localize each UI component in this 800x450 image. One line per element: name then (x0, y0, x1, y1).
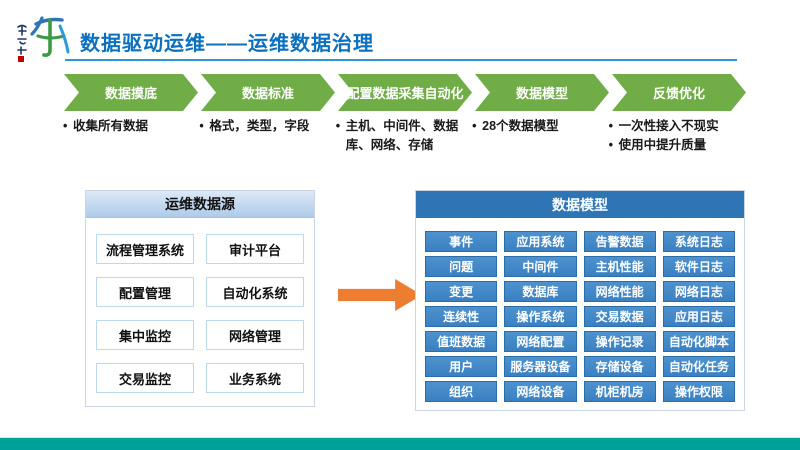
source-item: 配置管理 (96, 277, 194, 307)
model-item: 自动化任务 (662, 356, 735, 377)
note-item: • 主机、中间件、数据库、网络、存储 (336, 117, 467, 156)
process-step-standard: 数据标准 (201, 74, 335, 111)
process-step-label: 反馈优化 (652, 86, 705, 101)
data-model-grid: 事件 应用系统 告警数据 系统日志 问题 中间件 主机性能 软件日志 变更 数据… (416, 218, 744, 412)
model-item: 操作系统 (504, 306, 577, 327)
process-step-model: 数据模型 (475, 74, 609, 111)
note-text: 主机、中间件、数据库、网络、存储 (345, 119, 459, 153)
bullet-icon: • (608, 138, 613, 153)
model-item: 存储设备 (583, 356, 656, 377)
model-item: 数据库 (504, 281, 577, 302)
bullet-icon: • (63, 119, 68, 133)
model-item: 服务器设备 (504, 356, 577, 377)
process-notes-col-2: • 格式，类型，字段 (194, 117, 330, 156)
title-divider (65, 59, 737, 61)
source-item: 流程管理系统 (96, 234, 194, 264)
model-item: 用户 (425, 356, 498, 377)
model-item: 软件日志 (662, 256, 735, 277)
note-text: 使用中提升质量 (618, 138, 707, 153)
source-item: 网络管理 (206, 320, 304, 350)
bullet-icon: • (199, 119, 204, 133)
model-item: 应用系统 (504, 231, 577, 252)
bullet-icon: • (608, 119, 613, 133)
process-notes-col-4: • 28个数据模型 (467, 117, 603, 156)
process-notes-col-5: • 一次性接入不现实 • 使用中提升质量 (604, 117, 740, 156)
page-title: 数据驱动运维——运维数据治理 (80, 33, 374, 55)
process-step-label: 数据摸底 (104, 86, 157, 101)
data-sources-grid: 流程管理系统 审计平台 配置管理 自动化系统 集中监控 网络管理 交易监控 业务… (86, 218, 314, 407)
model-item: 连续性 (425, 306, 498, 327)
flow-right-arrow-icon (338, 279, 422, 311)
data-sources-panel: 运维数据源 流程管理系统 审计平台 配置管理 自动化系统 集中监控 网络管理 交… (85, 190, 315, 407)
note-text: 一次性接入不现实 (618, 119, 719, 133)
model-item: 操作权限 (662, 381, 735, 402)
source-item: 业务系统 (206, 363, 304, 393)
model-item: 告警数据 (583, 231, 656, 252)
process-notes-col-1: • 收集所有数据 (58, 117, 194, 156)
data-sources-title: 运维数据源 (86, 191, 314, 218)
process-step-label: 数据标准 (241, 86, 294, 101)
note-item: • 一次性接入不现实 (609, 117, 740, 136)
process-flow: 数据摸底 数据标准 配置数据采集自动化 数据模型 反馈优化 (64, 74, 746, 111)
model-item: 机柜机房 (583, 381, 656, 402)
model-item: 网络配置 (504, 331, 577, 352)
model-item: 事件 (425, 231, 498, 252)
model-item: 应用日志 (662, 306, 735, 327)
model-item: 网络性能 (583, 281, 656, 302)
model-item: 值班数据 (425, 331, 498, 352)
model-item: 系统日志 (662, 231, 735, 252)
brand-logo-icon (12, 12, 76, 64)
bullet-icon: • (472, 119, 477, 133)
process-step-collection: 配置数据采集自动化 (338, 74, 472, 111)
footer-bar (0, 437, 800, 450)
note-item: • 格式，类型，字段 (199, 117, 330, 136)
process-step-label: 配置数据采集自动化 (346, 86, 464, 101)
model-item: 网络日志 (662, 281, 735, 302)
source-item: 交易监控 (96, 363, 194, 393)
note-item: • 28个数据模型 (472, 117, 603, 136)
model-item: 问题 (425, 256, 498, 277)
process-step-label: 数据模型 (515, 86, 568, 101)
model-item: 组织 (425, 381, 498, 402)
source-item: 集中监控 (96, 320, 194, 350)
model-item: 变更 (425, 281, 498, 302)
data-model-title: 数据模型 (416, 191, 744, 218)
note-text: 28个数据模型 (482, 119, 559, 133)
data-model-panel: 数据模型 事件 应用系统 告警数据 系统日志 问题 中间件 主机性能 软件日志 … (415, 190, 745, 411)
note-text: 收集所有数据 (73, 119, 149, 133)
model-item: 中间件 (504, 256, 577, 277)
process-step-survey: 数据摸底 (64, 74, 198, 111)
source-item: 审计平台 (206, 234, 304, 264)
process-notes-col-3: • 主机、中间件、数据库、网络、存储 (331, 117, 467, 156)
process-step-feedback: 反馈优化 (612, 74, 746, 111)
model-item: 网络设备 (504, 381, 577, 402)
model-item: 主机性能 (583, 256, 656, 277)
bullet-icon: • (335, 119, 341, 133)
model-item: 操作记录 (583, 331, 656, 352)
note-text: 格式，类型，字段 (209, 119, 310, 133)
model-item: 自动化脚本 (662, 331, 735, 352)
process-notes: • 收集所有数据 • 格式，类型，字段 • 主机、中间件、数据库、网络、存储 •… (58, 117, 750, 156)
source-item: 自动化系统 (206, 277, 304, 307)
note-item: • 使用中提升质量 (609, 136, 740, 155)
model-item: 交易数据 (583, 306, 656, 327)
note-item: • 收集所有数据 (63, 117, 194, 136)
